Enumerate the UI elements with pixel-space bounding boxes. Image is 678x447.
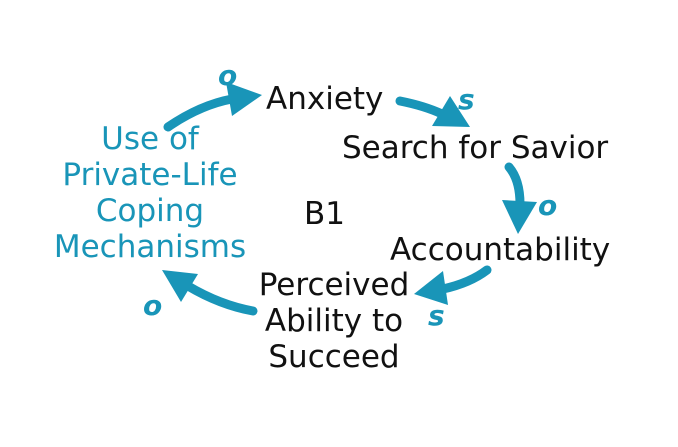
arrow-coping-to-anxiety: [163, 82, 262, 132]
node-line: Use of: [101, 121, 199, 157]
node-line: Coping: [95, 192, 205, 229]
node-use-of-private-life-coping-mechanisms: Use of Private-Life Coping Mechanisms: [45, 121, 255, 266]
node-line: Perceived: [258, 267, 410, 303]
arrow-anxiety-to-search: [395, 96, 470, 127]
node-accountability: Accountability: [390, 232, 611, 268]
polarity-accountability-to-perceived: s: [428, 299, 445, 332]
node-line: Ability to: [264, 302, 404, 339]
polarity-anxiety-to-search: s: [458, 83, 475, 116]
polarity-perceived-to-coping: o: [143, 289, 163, 322]
polarity-search-to-accountability: o: [538, 189, 558, 222]
node-line: Private-Life: [62, 156, 238, 193]
loop-label-b1: B1: [304, 196, 345, 232]
arrow-perceived-to-coping: [162, 270, 258, 316]
node-line: Mechanisms: [53, 228, 247, 265]
arrow-accountability-to-perceived: [414, 265, 492, 305]
node-anxiety: Anxiety: [266, 81, 384, 117]
node-perceived-ability-to-succeed: Perceived Ability to Succeed: [248, 267, 420, 376]
node-line: Succeed: [268, 338, 400, 375]
arrow-search-to-accountability: [502, 162, 537, 234]
node-search-for-savior: Search for Savior: [342, 130, 609, 166]
polarity-coping-to-anxiety: o: [218, 59, 238, 92]
